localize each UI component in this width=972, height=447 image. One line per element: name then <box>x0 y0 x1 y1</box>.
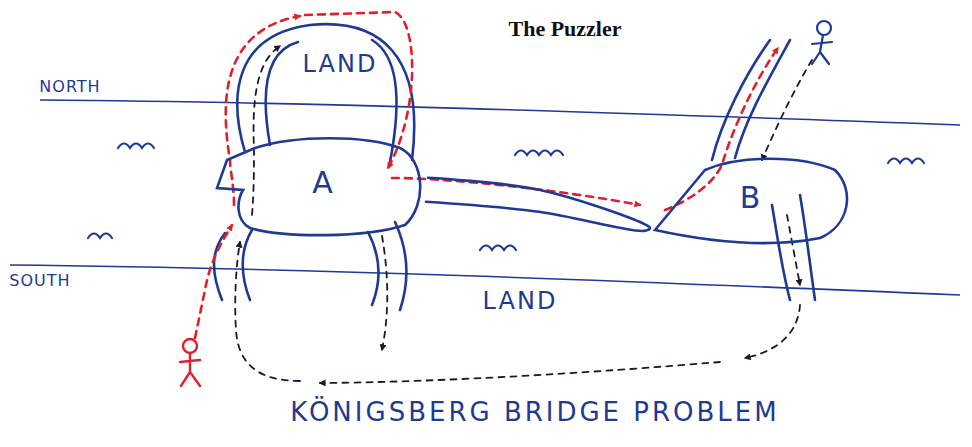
walker-body <box>812 35 832 64</box>
bridge-connector <box>426 178 650 231</box>
compass-label: SOUTH <box>9 272 70 290</box>
compass-label: NORTH <box>39 78 100 96</box>
b-south-bridge <box>800 195 815 300</box>
region-label: LAND <box>303 51 378 79</box>
island-shore <box>217 138 420 235</box>
black-walk-path <box>787 215 800 285</box>
black-walk-path <box>252 46 280 215</box>
diagram-caption: KÖNIGSBERG BRIDGE PROBLEM <box>290 398 779 428</box>
island-label: A <box>312 166 333 199</box>
red-walk-path <box>305 12 412 168</box>
water-wave <box>515 151 563 156</box>
north-bridge-outer <box>237 24 414 160</box>
black-walk-path <box>762 60 812 160</box>
water-wave <box>88 234 112 239</box>
south-bridge <box>368 232 378 305</box>
walker-head <box>183 339 197 353</box>
b-north-bridge <box>735 40 790 158</box>
black-walker <box>812 21 832 64</box>
red-walk-path <box>195 225 232 338</box>
black-walk-path <box>745 305 800 358</box>
island: B <box>650 150 850 245</box>
water-wave <box>888 159 924 164</box>
diagram-title: The Puzzler <box>508 16 621 41</box>
island: A <box>215 130 430 235</box>
island-shore <box>655 159 847 243</box>
water-wave <box>118 144 154 149</box>
region-label: LAND <box>483 288 558 316</box>
north-bank <box>40 100 960 125</box>
black-walk-path <box>235 242 300 381</box>
south-bridge <box>243 230 252 300</box>
south-bridge <box>214 233 225 300</box>
walker-body <box>180 353 200 386</box>
red-walk-path <box>226 16 300 205</box>
water-wave <box>480 246 516 251</box>
black-walk-path <box>382 236 387 350</box>
south-bridge <box>395 222 406 310</box>
walker-head <box>817 21 831 35</box>
black-walk-path <box>320 362 720 383</box>
north-bridge-inner <box>266 42 298 145</box>
island-label: B <box>740 181 761 214</box>
red-walker <box>180 339 200 386</box>
red-walk-path <box>665 48 778 210</box>
